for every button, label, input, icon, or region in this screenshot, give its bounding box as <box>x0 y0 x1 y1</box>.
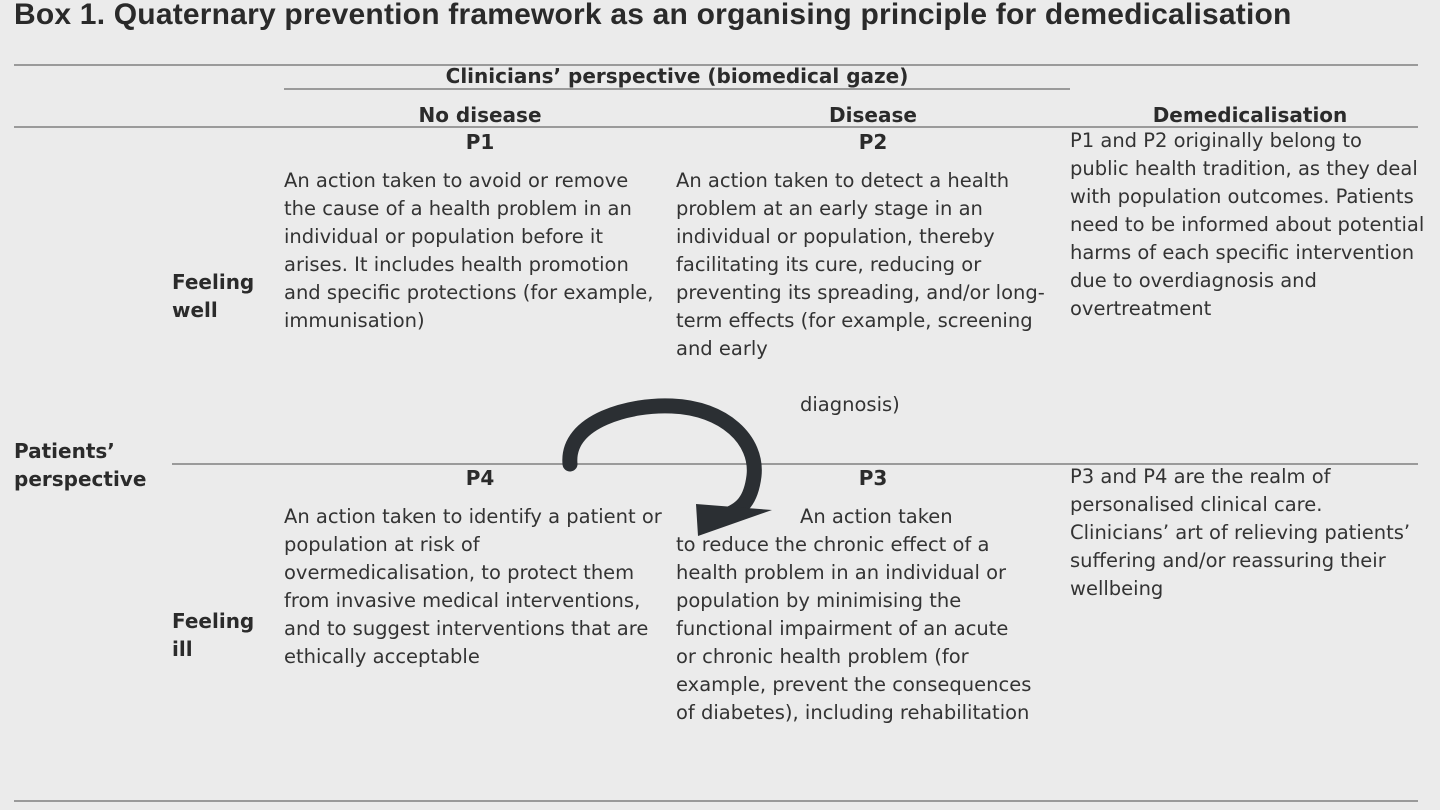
clinicians-perspective-header: Clinicians’ perspective (biomedical gaze… <box>445 64 909 88</box>
clinicians-underline <box>284 88 1070 90</box>
circular-arrow-head <box>696 504 772 536</box>
p3-label: P3 <box>858 466 888 490</box>
row-divider <box>172 463 1418 465</box>
disease-header: Disease <box>829 103 917 127</box>
feeling-well-line1: Feeling <box>172 270 255 294</box>
patients-header-line2: perspective <box>14 467 147 491</box>
top-rule <box>14 64 1418 66</box>
column-header-rule <box>14 126 1418 128</box>
p3-description: to reduce the chronic effect of a health… <box>676 533 1032 724</box>
patients-header-line1: Patients’ <box>14 439 115 463</box>
p1-description: An action taken to avoid or remove the c… <box>284 169 654 332</box>
demedicalisation-well-text: P1 and P2 originally belong to public he… <box>1070 129 1425 320</box>
feeling-ill-header: Feeling ill <box>172 607 254 663</box>
feeling-ill-line2: ill <box>172 637 193 661</box>
p2-description: An action taken to detect a health probl… <box>676 169 1045 360</box>
p2-label: P2 <box>858 130 888 154</box>
box-title: Box 1. Quaternary prevention framework a… <box>14 0 1292 31</box>
p4-label: P4 <box>465 466 495 490</box>
feeling-well-header: Feeling well <box>172 268 254 324</box>
bottom-rule <box>14 800 1418 802</box>
p4-description: An action taken to identify a patient or… <box>284 505 662 668</box>
p3-description-start: An action taken <box>800 505 953 528</box>
circular-arrow-icon <box>562 398 772 536</box>
no-disease-header: No disease <box>418 103 542 127</box>
feeling-well-line2: well <box>172 298 218 322</box>
demedicalisation-ill-text: P3 and P4 are the realm of personalised … <box>1070 465 1411 600</box>
demedicalisation-header: Demedicalisation <box>1152 103 1348 127</box>
circular-arrow-arc <box>562 398 762 524</box>
p2-description-end: diagnosis) <box>800 393 900 416</box>
patients-perspective-header: Patients’ perspective <box>14 437 146 493</box>
p1-label: P1 <box>465 130 495 154</box>
feeling-ill-line1: Feeling <box>172 609 255 633</box>
